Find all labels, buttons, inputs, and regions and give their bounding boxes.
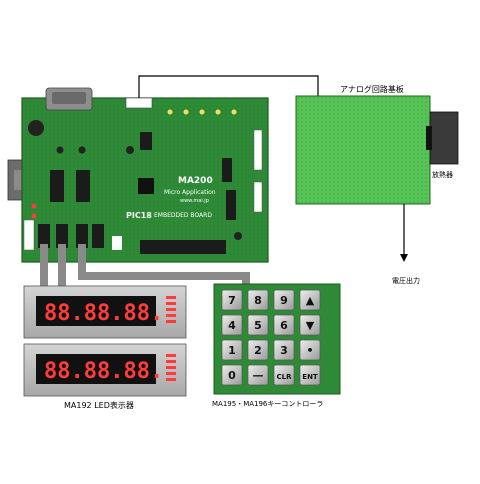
key-label: ▲ [306,294,315,307]
board-caption: EMBEDDED BOARD [154,212,212,219]
key-label: 2 [254,344,262,357]
key-button[interactable] [221,364,243,386]
key-label: 8 [254,294,262,307]
key-label: — [253,369,264,382]
keypad-caption: MA195・MA196キーコントローラ [212,400,323,408]
heatsink-label: 放熱器 [432,170,453,179]
analog-board [295,95,459,205]
cables [40,244,250,294]
voltage-output-arrow [400,204,408,262]
key-button[interactable] [299,314,321,336]
led-display-2 [23,343,187,397]
mcu-chip [138,178,154,194]
board-model: MA200 [178,176,213,186]
key-button[interactable] [273,339,295,361]
key-button[interactable] [299,339,321,361]
key-button[interactable] [299,289,321,311]
key-button[interactable] [299,364,321,386]
pin-socket [140,240,226,254]
key-button[interactable] [247,339,269,361]
key-label: 7 [228,294,236,307]
key-label: 4 [228,319,236,332]
led-digits-1: 88.88.88. [44,301,163,326]
key-button[interactable] [273,314,295,336]
led-display-1 [23,285,187,339]
key-button[interactable] [273,289,295,311]
key-label: ▼ [306,319,315,332]
output-label: 電圧出力 [392,276,420,285]
key-label: 9 [280,294,288,307]
key-button[interactable] [247,364,269,386]
led-caption: MA192 LED表示器 [64,400,134,410]
heatsink-icon [429,111,459,165]
buzzer-icon [28,120,44,136]
keypad: 7 8 9 ▲ 4 5 6 ▼ 1 2 3 • 0 — CLR ENT [213,283,341,395]
analog-title: アナログ回路基板 [340,84,404,94]
key-label: ENT [302,373,318,381]
key-button[interactable] [221,314,243,336]
key-label: CLR [277,373,293,381]
key-button[interactable] [221,339,243,361]
pic18-board [21,87,269,263]
key-label: 3 [280,344,288,357]
key-label: 1 [228,344,236,357]
key-button[interactable] [247,314,269,336]
key-label: • [306,344,313,357]
key-button[interactable] [273,364,295,386]
board-url: www.mai.jp [180,198,209,204]
key-label: 5 [254,319,262,332]
key-label: 0 [228,369,236,382]
board-series: PIC18 [126,211,152,220]
led-digits-2: 88.88.88. [44,359,163,384]
arrow-down-icon [400,254,408,262]
key-button[interactable] [221,289,243,311]
key-button[interactable] [247,289,269,311]
key-label: 6 [280,319,288,332]
board-subtitle: Micro Application [164,189,216,196]
